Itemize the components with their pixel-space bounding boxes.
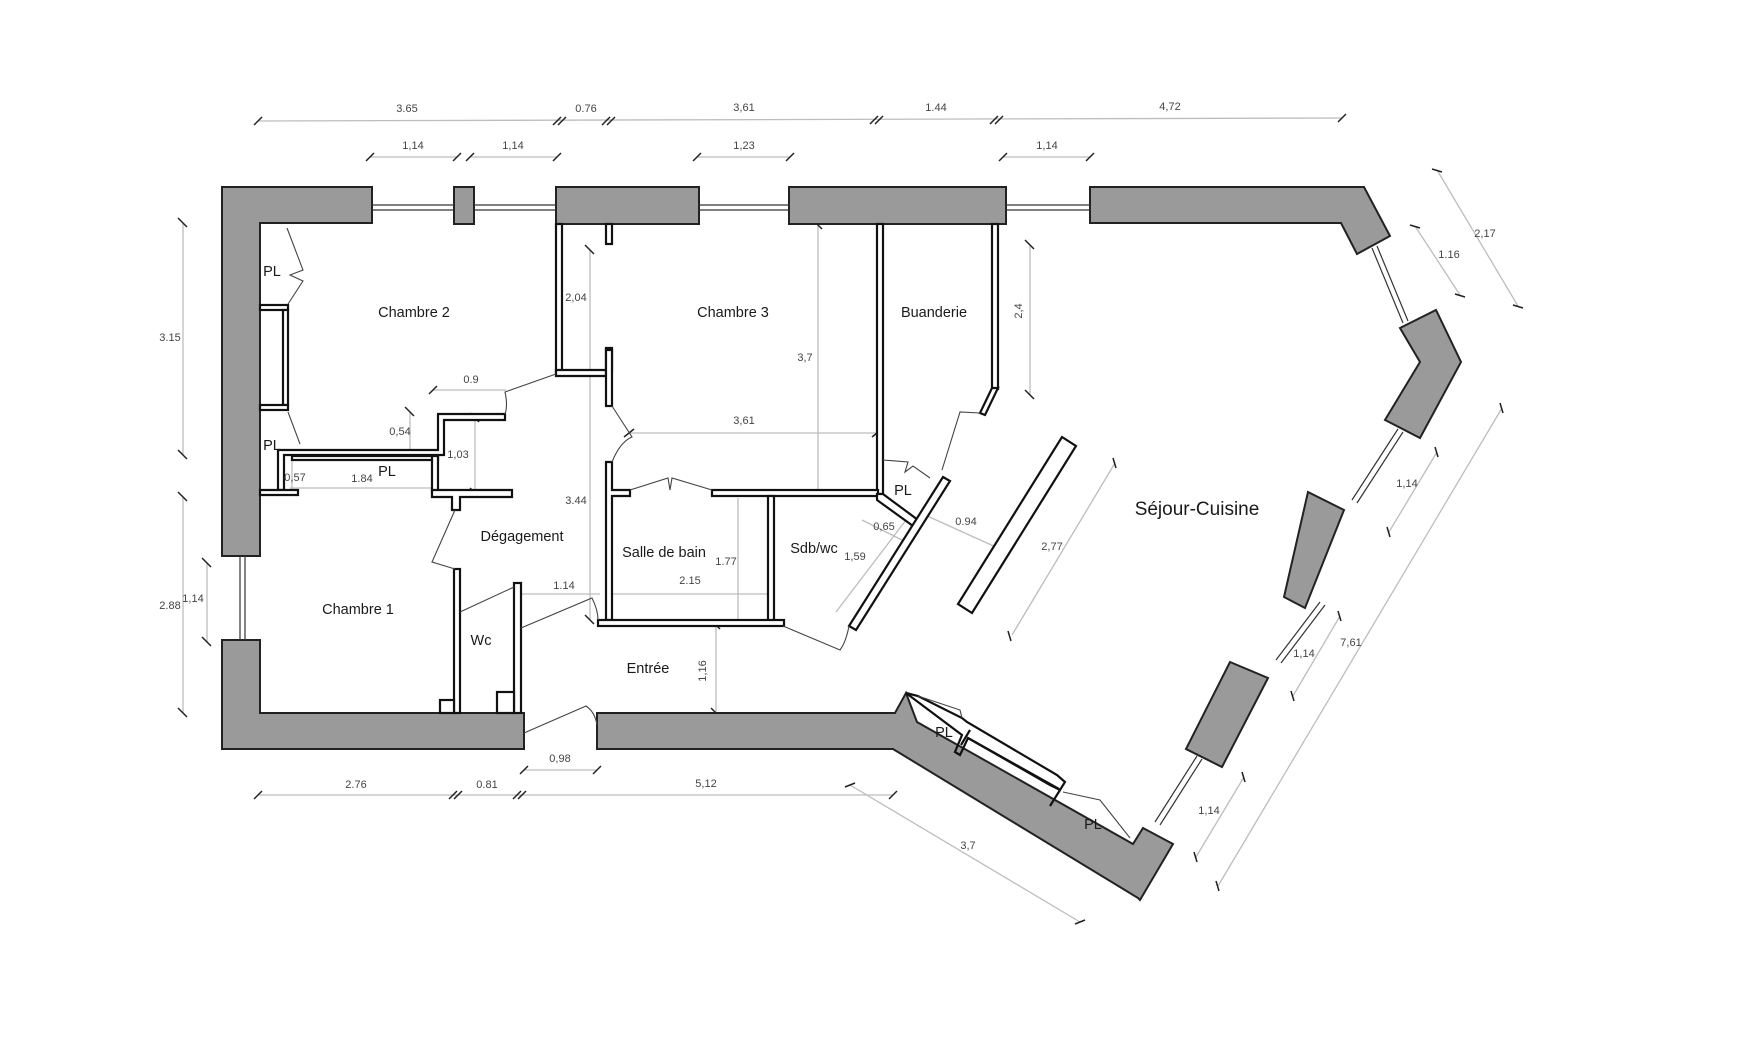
room-label-chambre1: Chambre 1 [322, 602, 394, 618]
closet-label: PL [263, 264, 281, 280]
dim-label: 0,65 [873, 521, 894, 533]
dim-label: 1,03 [447, 449, 468, 461]
closet-label: PL [378, 464, 396, 480]
exterior-walls [221, 186, 1463, 902]
dim-label: 1.77 [715, 556, 736, 568]
dim-label: 2,17 [1474, 228, 1495, 240]
dim-label: 0.81 [476, 779, 497, 791]
room-label-entree: Entrée [627, 661, 670, 677]
dim-label: 1.44 [925, 102, 946, 114]
dim-label: 1,14 [402, 140, 423, 152]
doors [286, 227, 1131, 839]
dim-label: 0.9 [463, 374, 478, 386]
room-labels: Chambre 2 Chambre 3 Buanderie Dégagement… [263, 264, 1259, 833]
dim-label: 3.44 [565, 495, 586, 507]
dim-label: 1.14 [553, 580, 574, 592]
dim-label: 0.76 [575, 103, 596, 115]
dim-label: 5,12 [695, 778, 716, 790]
dim-label: 7,61 [1340, 637, 1361, 649]
dim-label: 3,7 [797, 352, 812, 364]
dim-label: 1.84 [351, 473, 372, 485]
room-label-chambre2: Chambre 2 [378, 305, 450, 321]
dim-label: 1,23 [733, 140, 754, 152]
dim-label: 1,16 [697, 660, 709, 681]
dim-label: 0,57 [284, 472, 305, 484]
dimension-lines [177, 113, 1524, 925]
room-label-wc: Wc [471, 633, 492, 649]
closet-label: PL [1084, 817, 1102, 833]
dim-label: 2,04 [565, 292, 586, 304]
dim-label: 4,72 [1159, 101, 1180, 113]
dim-label: 1,14 [1396, 478, 1417, 490]
dim-label: 1,14 [1036, 140, 1057, 152]
room-label-sdb-wc: Sdb/wc [790, 541, 838, 557]
closet-label: PL [935, 725, 953, 741]
room-label-buanderie: Buanderie [901, 305, 967, 321]
dim-label: 3,61 [733, 415, 754, 427]
dim-label: 1,59 [844, 551, 865, 563]
dim-label: 1,14 [1293, 648, 1314, 660]
dimension-labels: 3.65 0.76 3,61 1.44 4,72 1,14 1,14 1,23 … [159, 101, 1495, 852]
dim-label: 1.16 [1438, 249, 1459, 261]
room-label-degagement: Dégagement [480, 529, 563, 545]
windows [239, 204, 1409, 826]
closet-label: PL [894, 483, 912, 499]
dim-label: 1,14 [182, 593, 203, 605]
room-label-sejour-cuisine: Séjour-Cuisine [1135, 499, 1260, 520]
dim-label: 2,77 [1041, 541, 1062, 553]
dim-label: 2.15 [679, 575, 700, 587]
closet-label: PL [263, 438, 281, 454]
dim-label: 2,4 [1013, 303, 1025, 318]
dim-label: 3,7 [960, 840, 975, 852]
dim-label: 1,14 [1198, 805, 1219, 817]
dim-label: 3,61 [733, 102, 754, 114]
dim-label: 2.88 [159, 600, 180, 612]
dim-label: 3.65 [396, 103, 417, 115]
dim-label: 3.15 [159, 332, 180, 344]
dim-label: 1,14 [502, 140, 523, 152]
dim-label: 2.76 [345, 779, 366, 791]
room-label-chambre3: Chambre 3 [697, 305, 769, 321]
dim-label: 0,98 [549, 753, 570, 765]
partition-walls [258, 222, 1078, 807]
dim-label: 0.94 [955, 516, 976, 528]
dim-label: 0,54 [389, 426, 410, 438]
room-label-salle-de-bain: Salle de bain [622, 545, 706, 561]
